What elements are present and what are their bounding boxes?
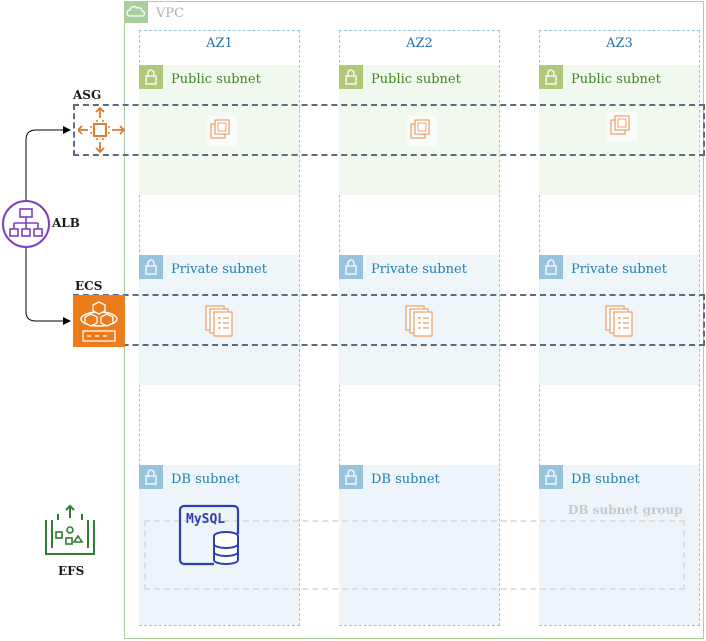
auto-scaling-icon [78,106,126,154]
az2-label: AZ2 [406,36,433,51]
db-subnet-group-box [144,520,685,590]
db-subnet-az2 [339,465,499,625]
az1-label: AZ1 [206,36,233,51]
vpc-cloud-icon [124,1,148,23]
private-lock-icon [539,255,563,279]
db-subnet-label: DB subnet [171,472,240,487]
asg-group-box [73,104,705,156]
db-lock-icon [539,465,563,489]
alb-label: ALB [52,216,80,230]
ecs-service-icon [73,295,125,347]
public-subnet-label: Public subnet [171,72,261,87]
ecs-task-icon [205,305,233,337]
public-lock-icon [539,65,563,89]
alb-connectors [25,126,71,325]
efs-label: EFS [58,564,85,578]
db-subnet-az3 [539,465,699,625]
private-lock-icon [139,255,163,279]
public-lock-icon [139,65,163,89]
efs-storage-icon [45,504,95,555]
public-subnet-label: Public subnet [571,72,661,87]
ec2-instance-icon [207,116,237,146]
vpc-title: VPC [156,6,185,21]
ecs-task-icon [405,305,433,337]
mysql-label: MySQL [186,512,226,527]
private-subnet-label: Private subnet [371,262,467,277]
db-lock-icon [139,465,163,489]
db-subnet-label: DB subnet [571,472,640,487]
ecs-label: ECS [75,279,103,293]
db-lock-icon [339,465,363,489]
db-subnet-group-label: DB subnet group [568,503,683,517]
ecs-task-icon [605,305,633,337]
db-subnet-label: DB subnet [371,472,440,487]
az3-label: AZ3 [606,36,633,51]
asg-label: ASG [73,88,102,102]
public-lock-icon [339,65,363,89]
load-balancer-icon [2,200,50,248]
private-subnet-label: Private subnet [171,262,267,277]
ec2-instance-icon [607,112,637,142]
public-subnet-label: Public subnet [371,72,461,87]
mysql-database-icon [178,504,240,566]
private-subnet-label: Private subnet [571,262,667,277]
ec2-instance-icon [407,116,437,146]
private-lock-icon [339,255,363,279]
